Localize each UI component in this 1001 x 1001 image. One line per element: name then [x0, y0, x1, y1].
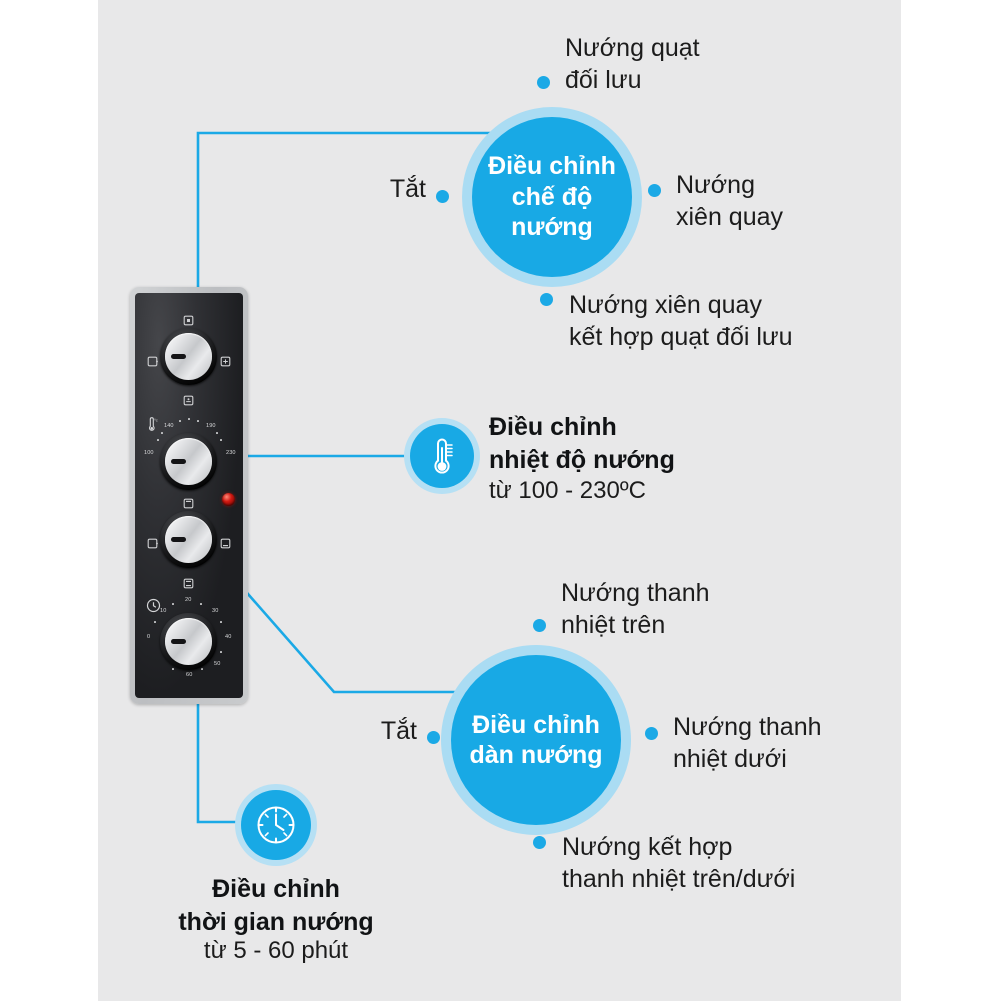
- tick: [188, 418, 190, 420]
- temperature-range: từ 100 - 230ºC: [489, 477, 646, 504]
- timer-scale-30: 30: [212, 608, 219, 614]
- bottom-element-icon: [183, 576, 194, 594]
- timer-scale-0: 0: [147, 634, 151, 640]
- thermometer-icon: [434, 438, 453, 474]
- temperature-knob-cap: [165, 438, 212, 485]
- timer-scale-60: 60: [186, 672, 193, 678]
- clock-icon: [257, 806, 295, 844]
- temperature-icon-circle[interactable]: [410, 424, 474, 488]
- right-fan-icon: [220, 354, 231, 372]
- tick: [172, 603, 174, 605]
- grill-option-right-bullet: [645, 727, 658, 740]
- tick: [201, 668, 203, 670]
- right-element-icon: [220, 536, 231, 554]
- grill-option-left-bullet: [427, 731, 440, 744]
- tick: [154, 621, 156, 623]
- temp-scale-230: 230: [226, 450, 236, 456]
- top-element-icon: [183, 496, 194, 514]
- oven-panel-face: ºc 100 140 190 230: [135, 293, 243, 698]
- mode-option-bottom-bullet: [540, 293, 553, 306]
- temperature-knob[interactable]: [160, 433, 217, 490]
- timer-knob-indicator: [171, 639, 186, 644]
- grill-option-bottom-label: Nướng kết hợp thanh nhiệt trên/dưới: [562, 833, 796, 893]
- mode-knob[interactable]: [160, 328, 217, 385]
- timer-range: từ 5 - 60 phút: [203, 937, 349, 964]
- mode-option-top-label: Nướng quạt đối lưu: [565, 34, 700, 94]
- clock-scale-icon: [146, 598, 161, 618]
- timer-knob-cap: [165, 618, 212, 665]
- mode-knob-cap: [165, 333, 212, 380]
- mode-option-top-bullet: [537, 76, 550, 89]
- tick: [157, 439, 159, 441]
- temp-scale-190: 190: [206, 423, 216, 429]
- grill-knob-indicator: [171, 537, 186, 542]
- temp-scale-100: 100: [144, 450, 154, 456]
- tick: [220, 621, 222, 623]
- grill-knob-cap: [165, 516, 212, 563]
- grill-option-bottom-bullet: [533, 836, 546, 849]
- tick: [172, 668, 174, 670]
- mode-option-right-bullet: [648, 184, 661, 197]
- timer-scale-40: 40: [225, 634, 232, 640]
- tick: [200, 603, 202, 605]
- svg-text:ºc: ºc: [154, 417, 157, 422]
- bottom-heat-icon: [183, 393, 194, 411]
- tick: [161, 432, 163, 434]
- timer-icon-circle[interactable]: [241, 790, 311, 860]
- tick: [216, 432, 218, 434]
- grill-option-top-label: Nướng thanh nhiệt trên: [561, 579, 710, 639]
- mode-hub-label: Điều chỉnh chế độ nướng: [488, 152, 616, 242]
- tick: [220, 651, 222, 653]
- mode-option-right-label: Nướng xiên quay: [676, 171, 784, 231]
- oven-control-panel: ºc 100 140 190 230: [130, 287, 248, 704]
- tick: [197, 420, 199, 422]
- temperature-knob-indicator: [171, 459, 186, 464]
- temperature-title: Điều chỉnh nhiệt độ nướng: [489, 413, 675, 474]
- thermometer-scale-icon: ºc: [146, 417, 158, 437]
- grill-option-right-label: Nướng thanh nhiệt dưới: [673, 713, 822, 773]
- grill-option-left-label: Tắt: [380, 717, 417, 745]
- grill-option-top-bullet: [533, 619, 546, 632]
- mode-hub[interactable]: Điều chỉnh chế độ nướng: [472, 117, 632, 277]
- left-heat-icon: [147, 354, 158, 372]
- mode-option-left-label: Tắt: [389, 175, 426, 203]
- mode-knob-indicator: [171, 354, 186, 359]
- grill-hub[interactable]: Điều chỉnh dàn nướng: [451, 655, 621, 825]
- top-heat-icon: [183, 313, 194, 331]
- grill-knob[interactable]: [160, 511, 217, 568]
- grill-hub-label: Điều chỉnh dàn nướng: [469, 710, 603, 770]
- tick: [220, 439, 222, 441]
- mode-option-left-bullet: [436, 190, 449, 203]
- timer-title: Điều chỉnh thời gian nướng: [178, 875, 374, 936]
- tick: [179, 420, 181, 422]
- timer-scale-10: 10: [160, 608, 167, 614]
- timer-scale-20: 20: [185, 597, 192, 603]
- left-element-icon: [147, 536, 158, 554]
- mode-option-bottom-label: Nướng xiên quay kết hợp quạt đối lưu: [569, 291, 793, 351]
- timer-knob[interactable]: [160, 613, 217, 670]
- power-led: [222, 493, 235, 506]
- timer-scale-50: 50: [214, 661, 221, 667]
- temp-scale-140: 140: [164, 423, 174, 429]
